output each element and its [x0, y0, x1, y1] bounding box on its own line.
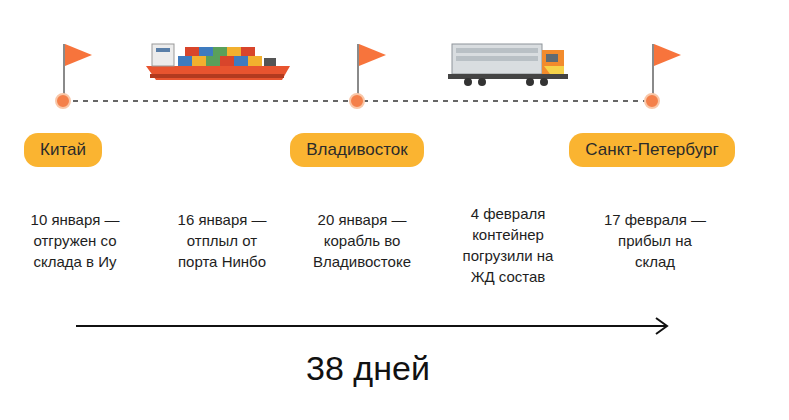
event-note: 20 января — корабль во Владивостоке — [308, 209, 416, 272]
place-badge: Китай — [24, 133, 102, 167]
flag — [350, 44, 386, 108]
duration-label: 38 дней — [306, 349, 430, 388]
locomotive — [448, 44, 568, 86]
place-name: Санкт-Петербург — [585, 140, 718, 159]
event-note: 16 января — отплыл от порта Нинбо — [172, 209, 272, 272]
place-name: Владивосток — [306, 140, 407, 159]
event-note: 4 февраля контейнер погрузили на ЖД сост… — [456, 203, 560, 287]
place-badge: Санкт-Петербург — [569, 133, 734, 167]
container-ship — [146, 44, 290, 80]
flag — [645, 44, 681, 108]
event-note: 17 февраля — прибыл на склад — [603, 209, 707, 272]
place-badge: Владивосток — [290, 133, 423, 167]
event-note: 10 января — отгружен со склада в Иу — [11, 209, 139, 272]
flag — [56, 44, 92, 108]
place-name: Китай — [40, 140, 86, 159]
duration-arrow — [76, 318, 667, 334]
